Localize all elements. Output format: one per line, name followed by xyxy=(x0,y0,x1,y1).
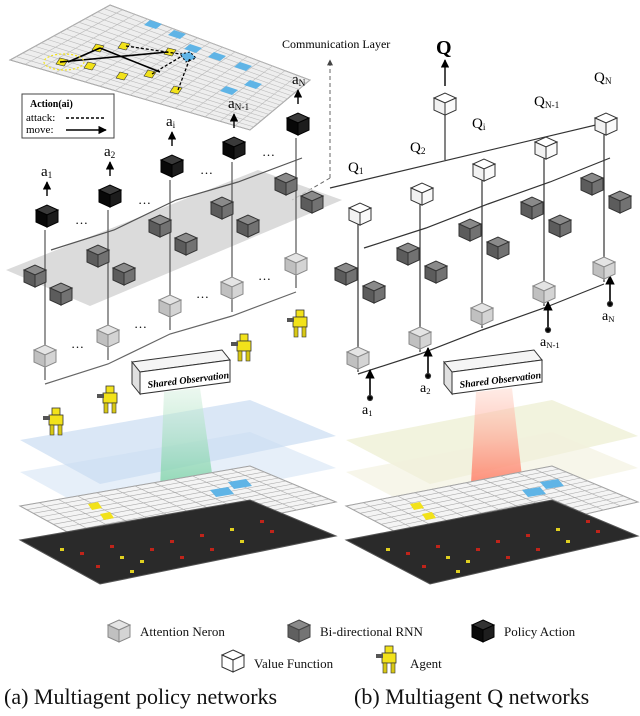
left-observation-stack xyxy=(18,388,338,585)
caption-right: (b) Multiagent Q networks xyxy=(354,684,590,709)
agent-figure-1 xyxy=(97,385,118,414)
left-ellipsis-3: … xyxy=(262,144,275,159)
agent-figure-3 xyxy=(287,309,308,338)
right-birnn-cube-b-4 xyxy=(607,190,633,214)
left-ellipsis-2: … xyxy=(200,162,213,177)
left-output-label-2: ai xyxy=(166,114,176,131)
right-attention-cube-4 xyxy=(591,256,617,280)
left-output-label-1: a2 xyxy=(104,144,116,161)
right-birnn-cube-a-2 xyxy=(457,218,483,242)
agent-figure-2 xyxy=(231,333,252,362)
right-shared-observation: Shared Observation xyxy=(443,349,543,396)
right-network: Q Q1 Q2 Qi QN-1 QN a1 a2 aN-1 aN Shared Observati… xyxy=(329,37,633,418)
left-shared-observation: Shared Observation xyxy=(131,349,231,396)
left-game-map xyxy=(18,499,338,585)
legend-policy-label: Policy Action xyxy=(504,624,576,639)
left-attention-cube-3 xyxy=(219,276,245,300)
right-game-map xyxy=(344,499,640,585)
agent-figure-0 xyxy=(43,407,64,436)
left-attention-cube-4 xyxy=(283,252,309,276)
left-birnn-cube-a-2 xyxy=(147,214,173,238)
right-attention-cube-0 xyxy=(345,346,371,370)
q-top-label: Q xyxy=(436,37,452,59)
right-birnn-cube-b-0 xyxy=(361,280,387,304)
legend-birnn-label: Bi-directional RNN xyxy=(320,624,423,639)
left-ellipsis-low-2: … xyxy=(196,286,209,301)
left-ellipsis-low-1: … xyxy=(134,316,147,331)
right-value-cube-1 xyxy=(409,182,435,206)
right-input-label-0: a1 xyxy=(362,403,373,418)
left-birnn-cube-a-0 xyxy=(22,264,48,288)
right-birnn-cube-b-2 xyxy=(485,236,511,260)
right-q-label-1: Q2 xyxy=(410,140,426,157)
top-map-panel xyxy=(8,4,311,131)
action-move-label: move: xyxy=(26,124,54,136)
birnn-icon xyxy=(286,619,312,643)
legend-value-label: Value Function xyxy=(254,656,334,671)
left-output-label-3: aN-1 xyxy=(228,96,249,113)
left-birnn-cube-b-2 xyxy=(173,232,199,256)
right-value-cube-0 xyxy=(347,202,373,226)
right-q-label-0: Q1 xyxy=(348,160,364,177)
left-ellipsis-low-0: … xyxy=(71,336,84,351)
left-policy-cube-0 xyxy=(34,204,60,228)
right-birnn-cube-b-3 xyxy=(547,214,573,238)
right-value-cube-2 xyxy=(471,158,497,182)
left-network: a1 … … a2 … … ai … … aN-1 … … aN Shared Observation xyxy=(6,72,342,396)
right-q-label-4: QN xyxy=(594,70,612,87)
right-input-label-1: a2 xyxy=(420,381,431,396)
agent-icon xyxy=(376,645,397,674)
left-attention-cube-0 xyxy=(32,344,58,368)
left-birnn-cube-b-4 xyxy=(299,190,325,214)
left-policy-cube-1 xyxy=(97,184,123,208)
right-value-cube-4 xyxy=(593,112,619,136)
right-birnn-cube-a-1 xyxy=(395,242,421,266)
left-birnn-cube-a-1 xyxy=(85,244,111,268)
left-birnn-cube-b-1 xyxy=(111,262,137,286)
policy-action-icon xyxy=(470,619,496,643)
left-ellipsis-0: … xyxy=(75,212,88,227)
action-legend-title: Action(ai) xyxy=(30,99,73,110)
left-birnn-cube-b-0 xyxy=(48,282,74,306)
attention-neuron-icon xyxy=(106,619,132,643)
left-policy-cube-3 xyxy=(221,136,247,160)
right-attention-cube-3 xyxy=(531,280,557,304)
legend-attention-label: Attention Neron xyxy=(140,624,225,639)
left-output-label-4: aN xyxy=(292,72,306,89)
left-policy-cube-4 xyxy=(285,112,311,136)
right-attention-cube-1 xyxy=(407,326,433,350)
left-birnn-cube-b-3 xyxy=(235,214,261,238)
right-birnn-cube-a-3 xyxy=(519,196,545,220)
action-legend-box: Action(ai) attack: move: xyxy=(21,93,115,139)
caption-left: (a) Multiagent policy networks xyxy=(4,684,278,709)
left-ellipsis-low-3: … xyxy=(258,268,271,283)
right-birnn-cube-a-4 xyxy=(579,172,605,196)
right-birnn-cube-b-1 xyxy=(423,260,449,284)
right-observation-stack xyxy=(344,388,640,585)
left-policy-cube-2 xyxy=(159,154,185,178)
left-birnn-cube-a-4 xyxy=(273,172,299,196)
right-q-label-3: QN-1 xyxy=(534,94,560,111)
q-top-cube xyxy=(432,92,458,116)
legend-agent-label: Agent xyxy=(410,656,442,671)
right-value-cube-3 xyxy=(533,136,559,160)
right-attention-cube-2 xyxy=(469,302,495,326)
left-birnn-cube-a-3 xyxy=(209,196,235,220)
value-function-icon xyxy=(220,649,246,673)
left-ellipsis-1: … xyxy=(138,192,151,207)
right-input-label-2: aN-1 xyxy=(540,335,560,350)
action-attack-label: attack: xyxy=(26,112,55,124)
left-attention-cube-2 xyxy=(157,294,183,318)
communication-layer-label: Communication Layer xyxy=(282,37,390,51)
right-birnn-cube-a-0 xyxy=(333,262,359,286)
left-attention-cube-1 xyxy=(95,324,121,348)
right-input-label-3: aN xyxy=(602,309,615,324)
left-output-label-0: a1 xyxy=(41,164,53,181)
right-q-label-2: Qi xyxy=(472,116,486,133)
